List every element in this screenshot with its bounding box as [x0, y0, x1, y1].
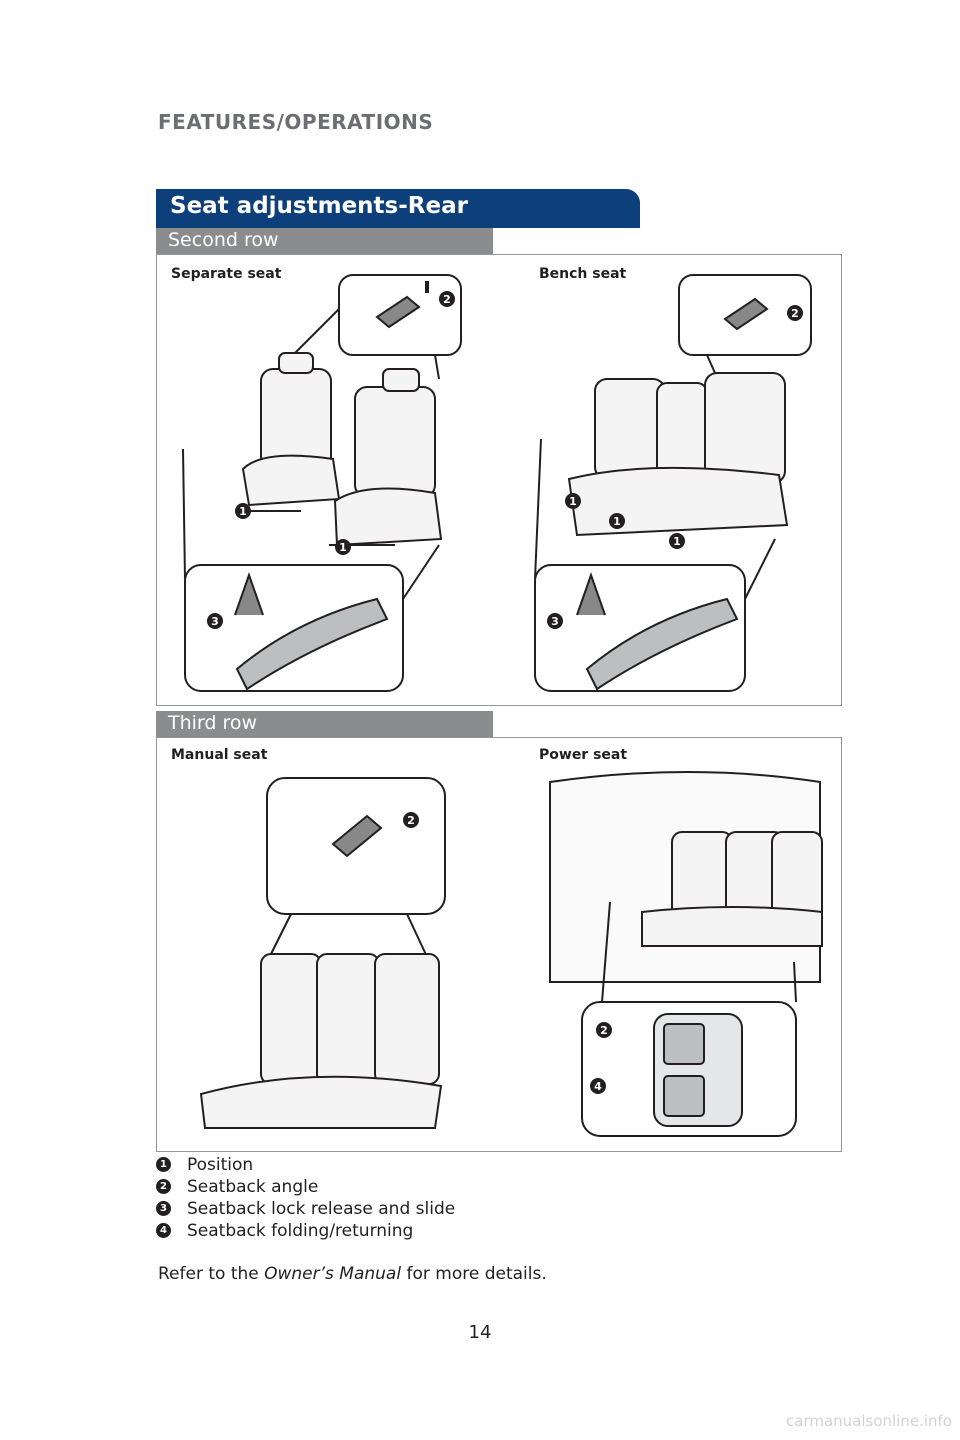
third-row-panel: Manual seat Power seat 2 [156, 737, 842, 1152]
second-row-panel: Separate seat Bench seat [156, 254, 842, 706]
legend-text: Seatback folding/returning [187, 1221, 414, 1241]
callout-1: 1 [239, 505, 247, 518]
watermark: carmanualsonline.info [786, 1412, 952, 1430]
callout-2: 2 [791, 307, 799, 320]
legend-number: 3 [156, 1201, 171, 1216]
legend-number: 2 [156, 1179, 171, 1194]
legend-number: 4 [156, 1223, 171, 1238]
page-number: 14 [468, 1322, 492, 1343]
callout-1: 1 [569, 495, 577, 508]
callout-2: 2 [443, 293, 451, 306]
callout-3: 3 [551, 615, 559, 628]
legend-text: Seatback lock release and slide [187, 1199, 456, 1219]
manual-seat-caption: Manual seat [171, 747, 268, 763]
legend-number: 1 [156, 1157, 171, 1172]
refer-prefix: Refer to the [158, 1264, 265, 1284]
second-row-bar: Second row [156, 228, 493, 254]
callout-1: 1 [613, 515, 621, 528]
callout-4: 4 [594, 1080, 602, 1093]
callout-2: 2 [407, 814, 415, 827]
callout-3: 3 [211, 615, 219, 628]
callout-1: 1 [339, 541, 347, 554]
page-title: Seat adjustments-Rear [170, 193, 468, 219]
refer-note: Refer to the Owner’s Manual for more det… [158, 1264, 547, 1284]
third-row-bar: Third row [156, 711, 493, 737]
bench-seat-illustration: 2 1 1 1 3 [534, 274, 812, 692]
third-row-label: Third row [168, 712, 258, 734]
power-seat-illustration: 2 4 [549, 771, 823, 1137]
power-seat-caption: Power seat [539, 747, 628, 763]
callout-1: 1 [673, 535, 681, 548]
section-header: FEATURES/OPERATIONS [158, 110, 434, 134]
callout-2: 2 [600, 1024, 608, 1037]
refer-suffix: for more details. [401, 1264, 547, 1284]
owners-manual-ref: Owner’s Manual [264, 1264, 402, 1284]
legend-text: Position [187, 1155, 254, 1175]
bench-seat-caption: Bench seat [539, 266, 627, 282]
page-title-tab: Seat adjustments-Rear [156, 189, 640, 228]
second-row-label: Second row [168, 229, 279, 251]
manual-seat-illustration: 2 [199, 777, 446, 1129]
separate-seat-illustration: 2 1 1 3 [182, 274, 462, 692]
legend-text: Seatback angle [187, 1177, 319, 1197]
separate-seat-caption: Separate seat [171, 266, 282, 282]
